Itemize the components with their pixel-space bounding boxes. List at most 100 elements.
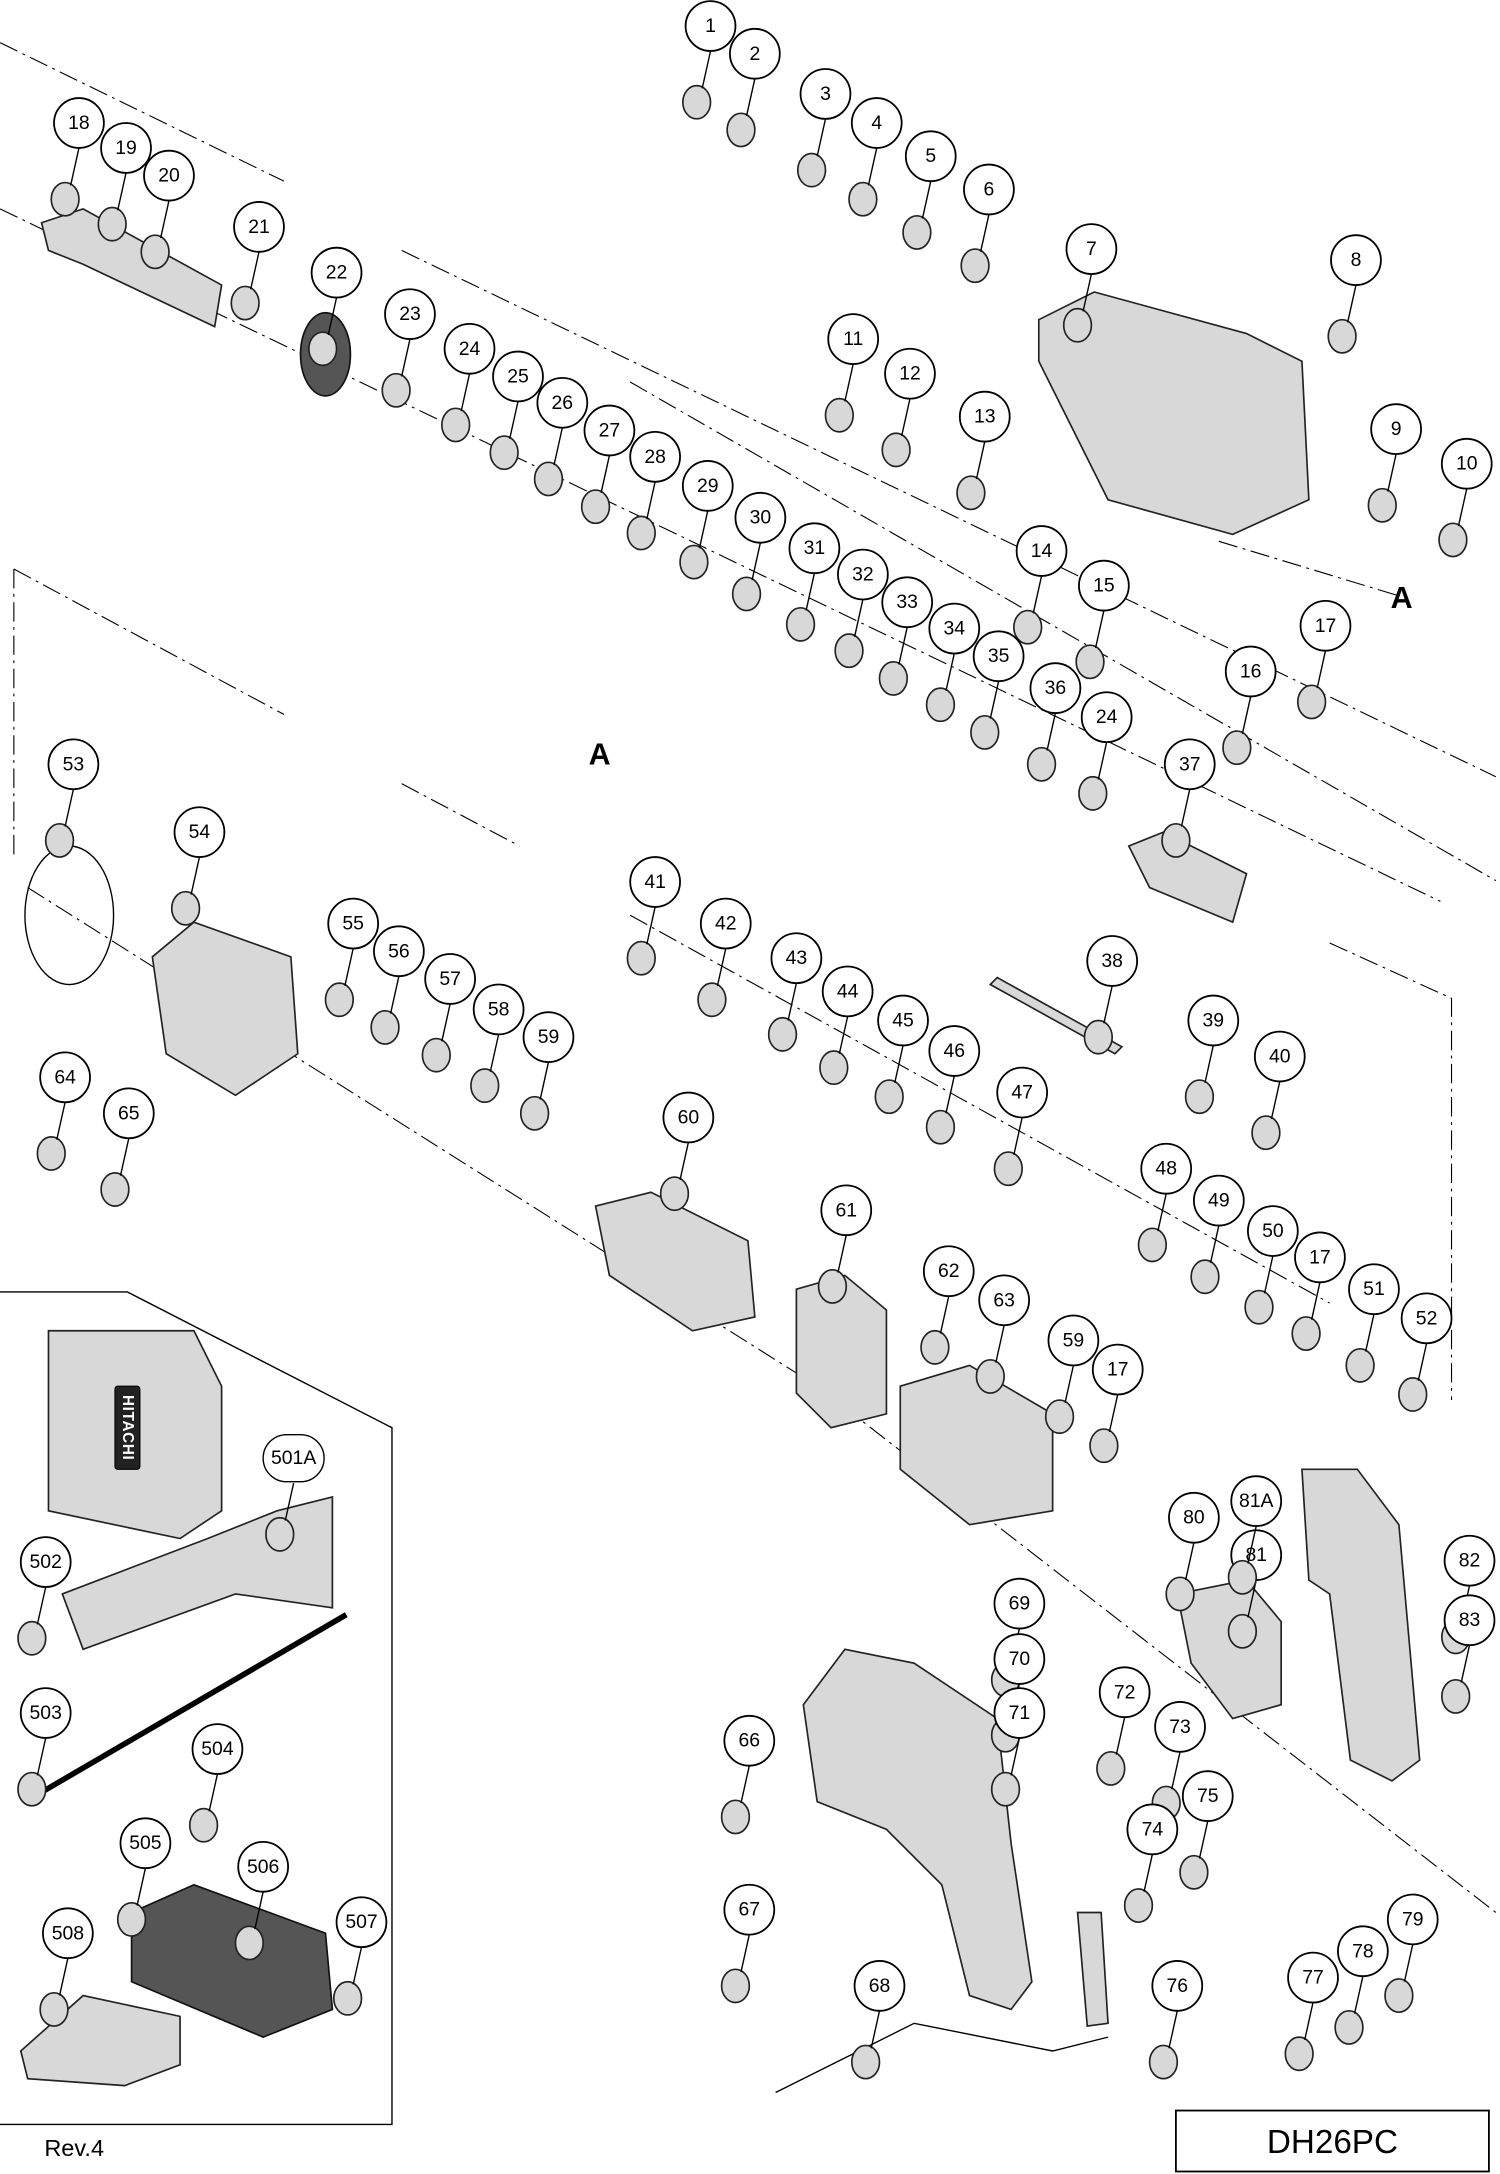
part-29 <box>679 544 709 580</box>
part-502 <box>17 1620 47 1656</box>
leader-line <box>867 147 878 186</box>
callout-2: 2 <box>726 27 781 148</box>
callout-26: 26 <box>533 376 589 497</box>
part-26 <box>533 461 564 497</box>
callout-59: 59 <box>1044 1314 1100 1435</box>
callout-number: 32 <box>852 564 874 586</box>
part-17 <box>1296 684 1327 720</box>
callout-30: 30 <box>731 491 787 612</box>
callout-circle <box>723 1883 776 1936</box>
part-22 <box>308 331 338 367</box>
callout-circle <box>1098 1666 1151 1719</box>
leader-line <box>58 1958 69 1996</box>
callout-circle <box>583 404 636 457</box>
leader-line <box>1310 1282 1321 1320</box>
callout-circle <box>958 390 1011 443</box>
part-80 <box>1165 1576 1195 1612</box>
leader-line <box>344 948 354 987</box>
callout-501A: 501A <box>262 1433 325 1552</box>
callout-circle <box>1065 223 1118 275</box>
callout-506: 506 <box>234 1840 289 1961</box>
callout-number: 502 <box>30 1551 62 1573</box>
callout-circle <box>1091 1343 1144 1396</box>
callout-13: 13 <box>956 390 1011 511</box>
callout-55: 55 <box>324 897 380 1018</box>
callout-67: 67 <box>720 1883 776 2004</box>
callout-15: 15 <box>1075 559 1130 680</box>
callout-number: 22 <box>326 262 348 284</box>
callout-77: 77 <box>1284 1951 1339 2072</box>
part-63 <box>975 1359 1005 1394</box>
callout-circle <box>424 953 476 1005</box>
leader-line <box>1247 1525 1257 1564</box>
callout-number: 504 <box>201 1738 234 1760</box>
part-83 <box>1440 1678 1471 1714</box>
callout-circle <box>1151 1960 1204 2012</box>
leader-line <box>1387 453 1397 492</box>
case-part-505 <box>130 1883 334 2039</box>
leader-line <box>1094 610 1105 649</box>
callout-circle <box>1287 1951 1339 2004</box>
callout-number: 72 <box>1114 1681 1136 1703</box>
callout-53: 53 <box>44 738 100 858</box>
leader-line <box>208 1773 219 1812</box>
callout-number: 83 <box>1459 1609 1481 1631</box>
leader-line <box>389 976 400 1014</box>
callout-circle <box>1299 599 1352 652</box>
part-79 <box>1384 1978 1414 2014</box>
part-43 <box>767 1016 798 1052</box>
gear-cover-part-54 <box>151 921 299 1097</box>
callout-28: 28 <box>626 430 681 551</box>
part-42 <box>697 982 727 1018</box>
model-box <box>1175 2109 1490 2173</box>
callout-number: 71 <box>1009 1702 1031 1724</box>
part-74 <box>1123 1888 1154 1924</box>
callout-circle <box>310 246 363 299</box>
callout-number: 38 <box>1101 950 1123 972</box>
brand-badge <box>114 1385 141 1470</box>
callout-81A: 81A <box>1227 1475 1283 1595</box>
leader-line <box>1157 1193 1167 1232</box>
callout-number: 75 <box>1197 1785 1219 1807</box>
callout-circle <box>788 522 841 575</box>
callout-circle <box>1187 994 1240 1047</box>
part-14 <box>1013 609 1043 645</box>
leader-line <box>844 363 854 402</box>
callout-44: 44 <box>819 965 874 1086</box>
model-label: DH26PC <box>1267 2124 1398 2161</box>
callout-circle <box>19 1687 72 1739</box>
callout-circle <box>492 350 544 403</box>
callout-number: 16 <box>1240 660 1262 682</box>
part-17 <box>1089 1428 1119 1464</box>
callout-number: 74 <box>1142 1818 1164 1840</box>
part-59 <box>519 1095 550 1131</box>
part-505 <box>116 1901 147 1937</box>
callout-circle <box>1443 1594 1496 1647</box>
callout-circle <box>850 97 903 149</box>
leader-line <box>1316 650 1327 689</box>
callout-circle <box>629 430 681 483</box>
callout-circle <box>191 1723 244 1775</box>
leader-line <box>509 401 519 439</box>
callout-circle <box>996 1066 1048 1119</box>
leader-line <box>250 251 260 290</box>
callout-19: 19 <box>97 122 152 242</box>
leader-line <box>995 1325 1005 1363</box>
callout-1: 1 <box>681 0 737 120</box>
callout-number: 63 <box>993 1289 1015 1311</box>
part-13 <box>956 475 986 511</box>
leader-line <box>816 118 827 157</box>
callout-23: 23 <box>381 288 436 408</box>
callout-circle <box>443 322 496 375</box>
callout-circle <box>536 376 589 429</box>
leader-line <box>1108 1394 1119 1433</box>
callout-61: 61 <box>817 1184 873 1304</box>
callout-number: 77 <box>1302 1967 1324 1989</box>
part-10 <box>1438 522 1468 558</box>
part-506 <box>234 1925 264 1961</box>
callout-10: 10 <box>1438 437 1493 558</box>
part-56 <box>370 1009 400 1045</box>
callout-circle <box>684 0 737 52</box>
callout-number: 1 <box>705 15 716 37</box>
callout-circle <box>1348 1263 1400 1316</box>
